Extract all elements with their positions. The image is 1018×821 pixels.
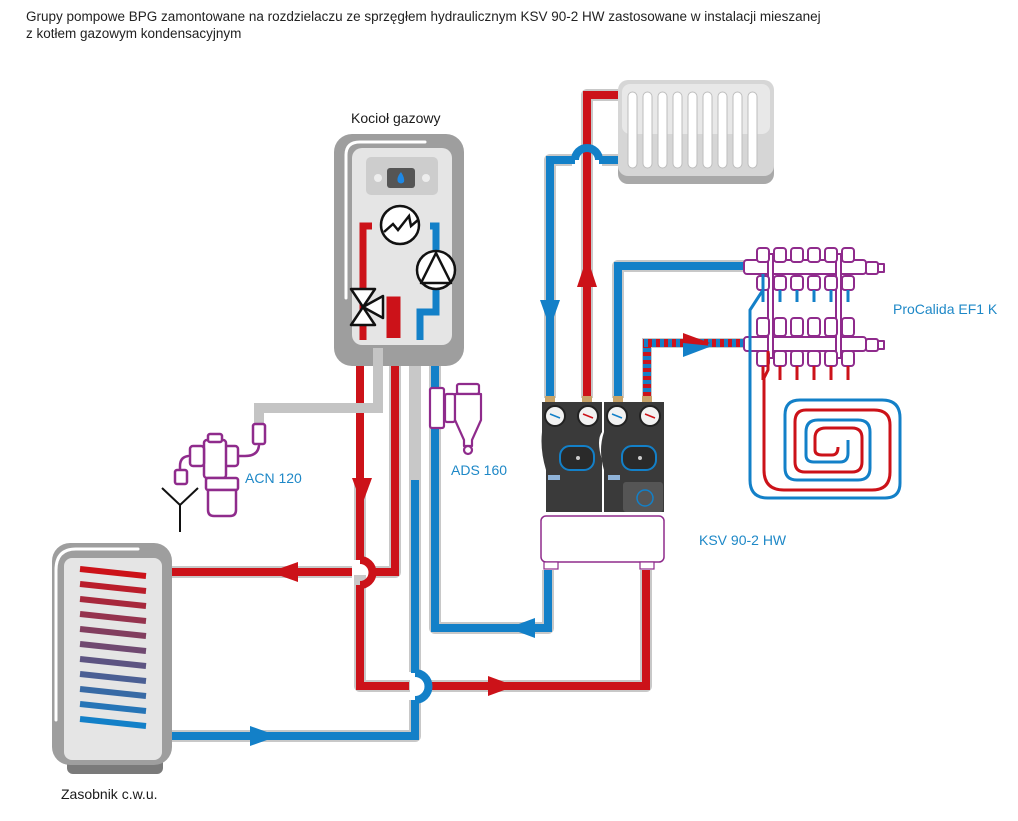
arrow-down-icon <box>540 300 560 328</box>
radiator-icon <box>618 80 774 184</box>
coil-segment <box>79 626 147 639</box>
coil-segment <box>79 656 147 669</box>
crossover-arc <box>571 144 603 161</box>
coil-segment <box>79 701 147 714</box>
manifold-valve <box>807 247 821 263</box>
manifold-valve <box>773 317 787 337</box>
pump-group-2 <box>601 402 664 512</box>
mixing-valve-actuator <box>623 482 663 512</box>
crossover-arc <box>359 556 377 589</box>
manifold-valve <box>824 317 838 337</box>
title-line-2: z kotłem gazowym kondensacyjnym <box>26 26 242 41</box>
manifold-outlets <box>756 247 855 380</box>
manifold-valve <box>773 350 787 367</box>
label-gas-boiler: Kocioł gazowy <box>351 110 441 126</box>
manifold-valve <box>790 275 804 291</box>
manifold-valve <box>790 247 804 263</box>
ads-160-separator <box>428 382 483 456</box>
coil-segment <box>79 581 147 594</box>
pump-group-1 <box>541 402 602 512</box>
arrow-left-icon <box>508 618 535 638</box>
drain-funnel-icon <box>161 487 199 532</box>
arrow-right-icon <box>683 343 712 357</box>
manifold-valve <box>756 247 770 263</box>
ksv-90-2-hw-station <box>540 396 665 570</box>
coil-segment <box>79 611 147 624</box>
manifold-valve <box>841 247 855 263</box>
manifold-valve <box>807 275 821 291</box>
label-ksv-90-2-hw: KSV 90-2 HW <box>699 532 787 548</box>
crossover-arc <box>414 669 433 704</box>
coil-segment <box>79 671 147 684</box>
tank-heating-coil <box>79 566 147 729</box>
radiator-supply-pipe <box>583 91 620 398</box>
manifold-valve <box>790 350 804 367</box>
acn-120-neutralizer <box>173 422 267 518</box>
arrow-up-icon <box>577 257 597 287</box>
gas-boiler <box>334 134 464 366</box>
coil-segment <box>79 566 147 579</box>
arrow-left-icon <box>270 562 298 582</box>
floor-return-pipe <box>614 262 750 398</box>
arrow-right-icon <box>250 726 278 746</box>
hydraulic-coupler <box>540 515 665 563</box>
arrow-down-icon <box>352 478 372 505</box>
manifold-valve <box>790 317 804 337</box>
tank-return-pipe <box>112 480 419 740</box>
manifold-valve <box>841 317 855 337</box>
coil-segment <box>79 596 147 609</box>
arrow-right-icon <box>488 676 515 696</box>
procalida-manifold <box>743 253 885 359</box>
manifold-valve <box>756 317 770 337</box>
pump-icon <box>415 249 457 291</box>
title-line-1: Grupy pompowe BPG zamontowane na rozdzie… <box>26 9 821 24</box>
coil-segment <box>79 716 147 729</box>
hot-crossovers <box>359 556 377 589</box>
manifold-valve <box>773 247 787 263</box>
manifold-valve <box>824 247 838 263</box>
coil-segment <box>79 686 147 699</box>
manifold-valve <box>841 350 855 367</box>
label-acn-120: ACN 120 <box>245 470 302 486</box>
label-ads-160: ADS 160 <box>451 462 508 478</box>
floor-supply-pipe-vertical <box>643 343 651 398</box>
cold-crossovers <box>414 144 603 704</box>
manifold-valve <box>841 275 855 291</box>
manifold-valve <box>773 275 787 291</box>
three-way-valve-icon <box>349 287 385 327</box>
diagram-title: Grupy pompowe BPG zamontowane na rozdzie… <box>26 8 821 42</box>
flame-icon <box>397 172 405 184</box>
manifold-valve <box>824 350 838 367</box>
dhw-tank <box>52 543 172 774</box>
manifold-valve <box>824 275 838 291</box>
label-dhw-tank: Zasobnik c.w.u. <box>61 786 158 802</box>
heat-exchanger-icon <box>379 204 421 246</box>
label-procalida-ef1-k: ProCalida EF1 K <box>893 301 998 317</box>
condensate-pipe <box>254 348 383 432</box>
manifold-valve <box>807 317 821 337</box>
coil-segment <box>79 641 147 654</box>
underfloor-heating-coil <box>748 274 902 500</box>
flow-arrows <box>250 257 712 746</box>
manifold-valve <box>807 350 821 367</box>
